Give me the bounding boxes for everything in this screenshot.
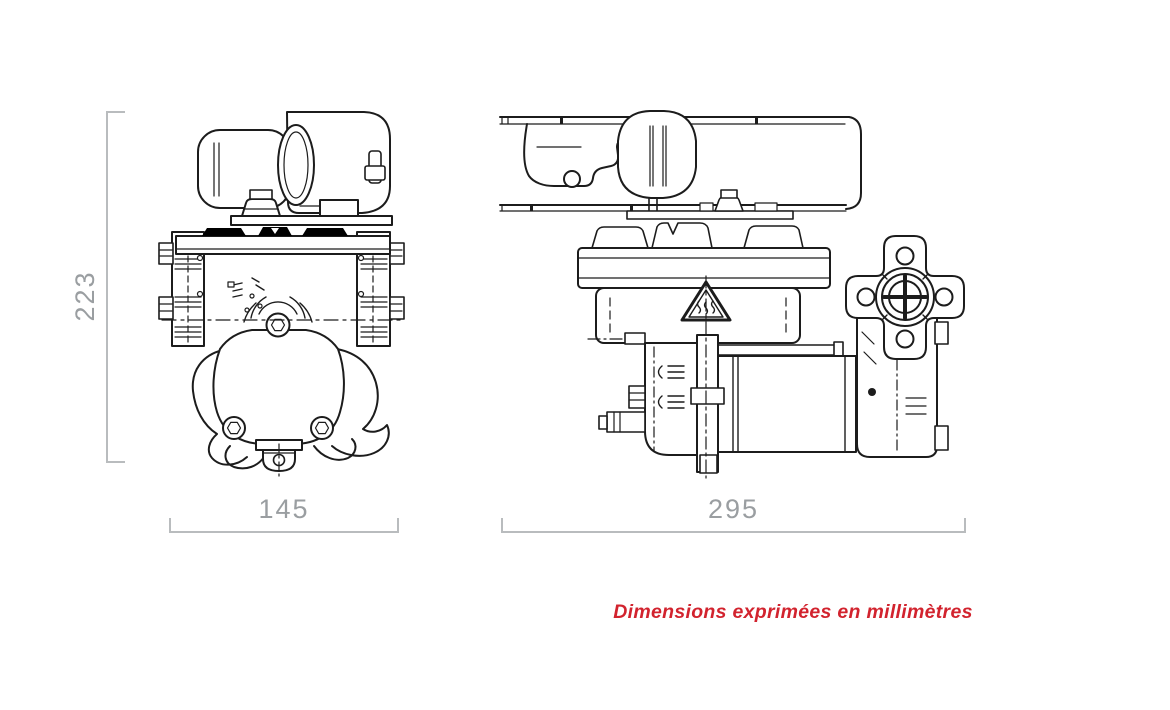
height-dimension-line	[106, 111, 125, 463]
front-pump-head	[212, 329, 345, 445]
units-note: Dimensions exprimées en millimètres	[613, 601, 973, 623]
side-width-dimension-label: 295	[707, 494, 760, 524]
side-drive-flange	[845, 235, 965, 360]
side-view-drawing	[499, 110, 965, 479]
height-dimension-label: 223	[70, 270, 100, 322]
front-mounting	[230, 189, 393, 226]
front-width-dimension-line	[169, 518, 399, 533]
side-flange-lugs	[591, 222, 804, 249]
dimension-lines	[106, 111, 966, 533]
front-bottom-fitting	[255, 439, 303, 478]
front-bottom-bolts	[222, 416, 334, 440]
side-left-body	[587, 332, 698, 456]
front-center-bolt	[265, 312, 291, 338]
side-strap-bracket	[690, 334, 725, 474]
side-width-dimension-line	[501, 518, 966, 533]
side-mounting	[626, 189, 794, 220]
front-width-dimension-label: 145	[258, 494, 310, 524]
front-detail-marks	[227, 277, 265, 313]
front-top-flange	[175, 227, 391, 255]
side-flange-band	[577, 247, 831, 289]
side-motor	[717, 341, 857, 453]
front-canister	[197, 111, 391, 214]
side-spline-hub	[875, 267, 935, 327]
side-canister	[617, 110, 697, 199]
front-view-drawing	[158, 111, 405, 478]
front-wings	[191, 348, 390, 470]
